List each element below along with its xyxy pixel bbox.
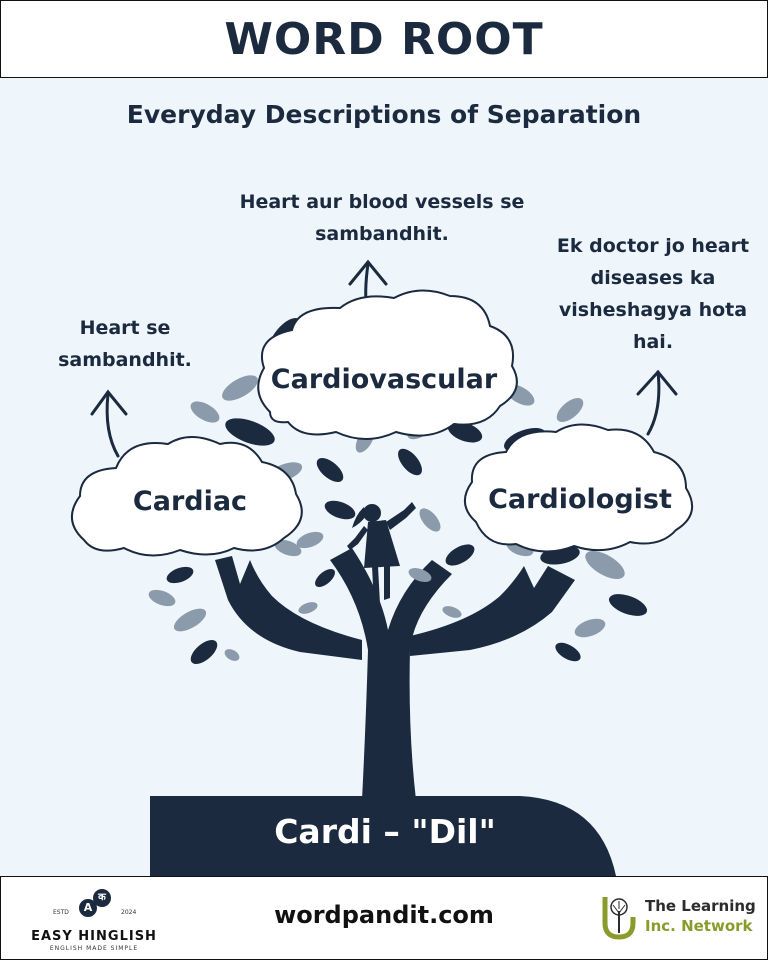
word-cardiac: Cardiac <box>132 486 248 517</box>
tree-base <box>150 796 616 876</box>
subtitle: Everyday Descriptions of Separation <box>126 100 642 129</box>
meaning-cardiovascular: Heart aur blood vessels se sambandhit. <box>239 191 525 245</box>
estd-year: 2024 <box>121 909 137 916</box>
arrows <box>90 259 678 458</box>
left-hand <box>215 556 362 660</box>
meaning-cardiac: Heart se sambandhit. <box>58 317 192 371</box>
footer: क A ESTD 2024 EASY HINGLISH ENGLISH MADE… <box>0 876 768 960</box>
tree-u-icon <box>602 897 636 940</box>
cloud-cardiologist <box>464 423 694 553</box>
ka-glyph-icon: क <box>93 889 111 907</box>
learning-inc-line2: Inc. Network <box>645 917 753 935</box>
tree-trunk <box>330 548 452 800</box>
a-glyph-icon: A <box>79 899 97 917</box>
clouds <box>71 289 694 557</box>
easy-hinglish-tagline: ENGLISH MADE SIMPLE <box>49 945 139 952</box>
estd-label: ESTD <box>53 909 69 916</box>
learning-inc-logo: The Learning Inc. Network <box>599 893 759 945</box>
cloud-cardiac <box>71 436 303 557</box>
word-cardiologist: Cardiologist <box>488 484 672 515</box>
header-banner: WORD ROOT <box>0 0 768 78</box>
right-hand <box>410 566 575 656</box>
easy-hinglish-name: EASY HINGLISH <box>31 929 157 944</box>
cloud-cardiovascular <box>257 289 518 440</box>
word-cardiovascular: Cardiovascular <box>270 364 498 395</box>
meaning-cardiologist: Ek doctor jo heart diseases ka visheshag… <box>556 235 750 353</box>
child-figure <box>347 502 416 606</box>
learning-inc-line1: The Learning <box>645 897 756 915</box>
page-title: WORD ROOT <box>224 13 544 65</box>
easy-hinglish-logo: क A ESTD 2024 EASY HINGLISH ENGLISH MADE… <box>29 887 159 953</box>
site-url: wordpandit.com <box>274 901 494 929</box>
root-label: Cardi – "Dil" <box>274 812 496 851</box>
